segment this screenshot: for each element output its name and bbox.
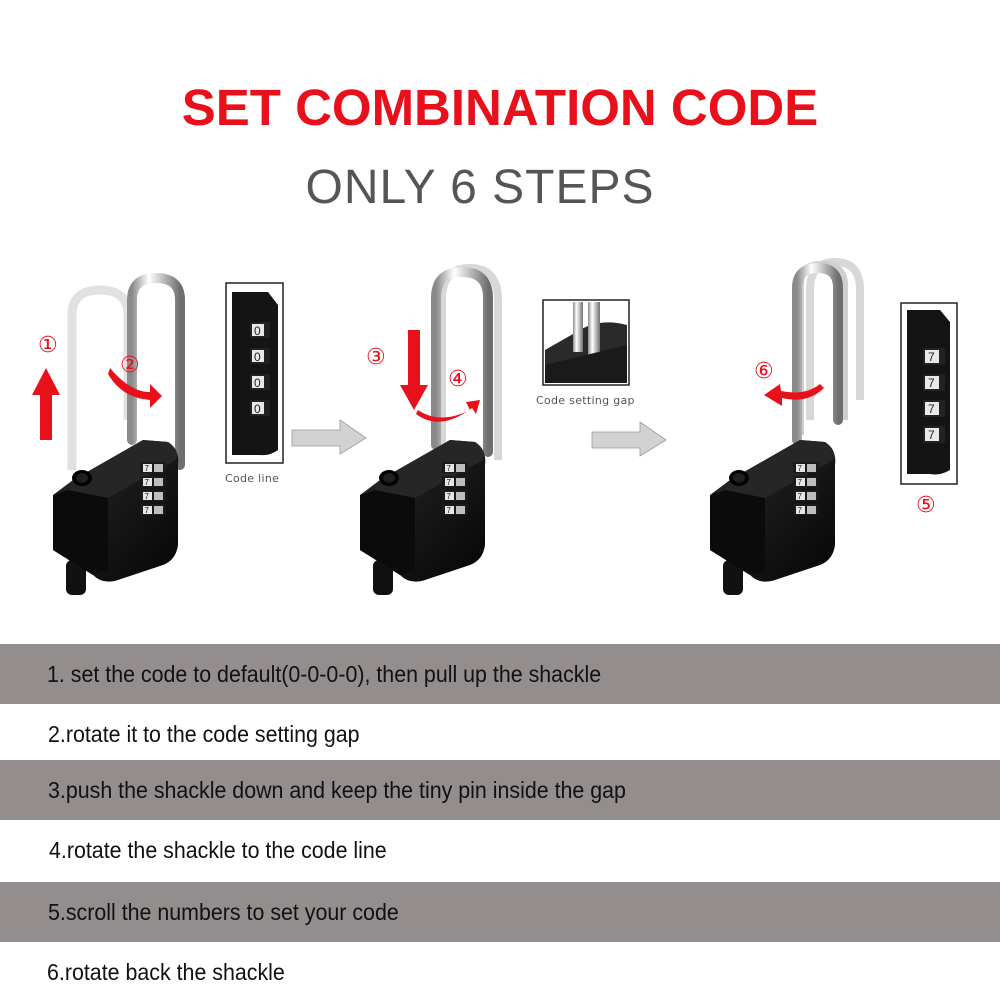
lock-illustration-step-1: [32, 272, 185, 595]
next-arrow-1: [291, 419, 367, 455]
page-title: SET COMBINATION CODE: [181, 79, 819, 136]
step-marker-6: ⑥: [754, 359, 774, 384]
step-text-1: 1. set the code to default(0-0-0-0), the…: [47, 660, 602, 687]
step-row-3: 3.push the shackle down and keep the tin…: [0, 760, 1000, 820]
svg-text:7: 7: [928, 376, 935, 390]
step-marker-5: ⑤: [916, 493, 936, 518]
step-text-6: 6.rotate back the shackle: [47, 958, 285, 985]
lock-illustration-step-3-4: [360, 263, 502, 595]
step-row-1: 1. set the code to default(0-0-0-0), the…: [0, 644, 1000, 704]
code-setting-gap-caption: Code setting gap: [536, 394, 635, 407]
step-marker-4: ④: [448, 367, 468, 392]
svg-text:0: 0: [254, 350, 261, 364]
svg-text:7: 7: [928, 428, 935, 442]
code-line-inset: 0 0 0 0: [225, 282, 284, 464]
step-text-3: 3.push the shackle down and keep the tin…: [48, 776, 626, 803]
next-arrow-2: [591, 421, 667, 457]
svg-text:0: 0: [254, 324, 261, 338]
step-text-5: 5.scroll the numbers to set your code: [48, 898, 399, 925]
step-row-6: 6.rotate back the shackle: [0, 942, 1000, 1000]
step-row-2: 2.rotate it to the code setting gap: [0, 704, 1000, 764]
code-line-caption: Code line: [225, 472, 280, 485]
step-marker-3: ③: [366, 345, 386, 370]
code-setting-gap-inset: [542, 299, 630, 386]
step-marker-2: ②: [120, 353, 140, 378]
step-text-2: 2.rotate it to the code setting gap: [48, 720, 360, 747]
svg-text:7: 7: [928, 402, 935, 416]
svg-text:0: 0: [254, 376, 261, 390]
lock-illustration-step-6: [710, 257, 864, 595]
step-marker-1: ①: [38, 333, 58, 358]
step-row-5: 5.scroll the numbers to set your code: [0, 882, 1000, 942]
instruction-illustration: 7 7 7 7: [0, 240, 1000, 600]
page-subtitle: ONLY 6 STEPS: [305, 161, 655, 214]
step-row-4: 4.rotate the shackle to the code line: [0, 820, 1000, 880]
svg-text:0: 0: [254, 402, 261, 416]
step-text-4: 4.rotate the shackle to the code line: [49, 836, 387, 863]
svg-text:7: 7: [928, 350, 935, 364]
code-set-inset: 7 7 7 7: [900, 302, 958, 485]
